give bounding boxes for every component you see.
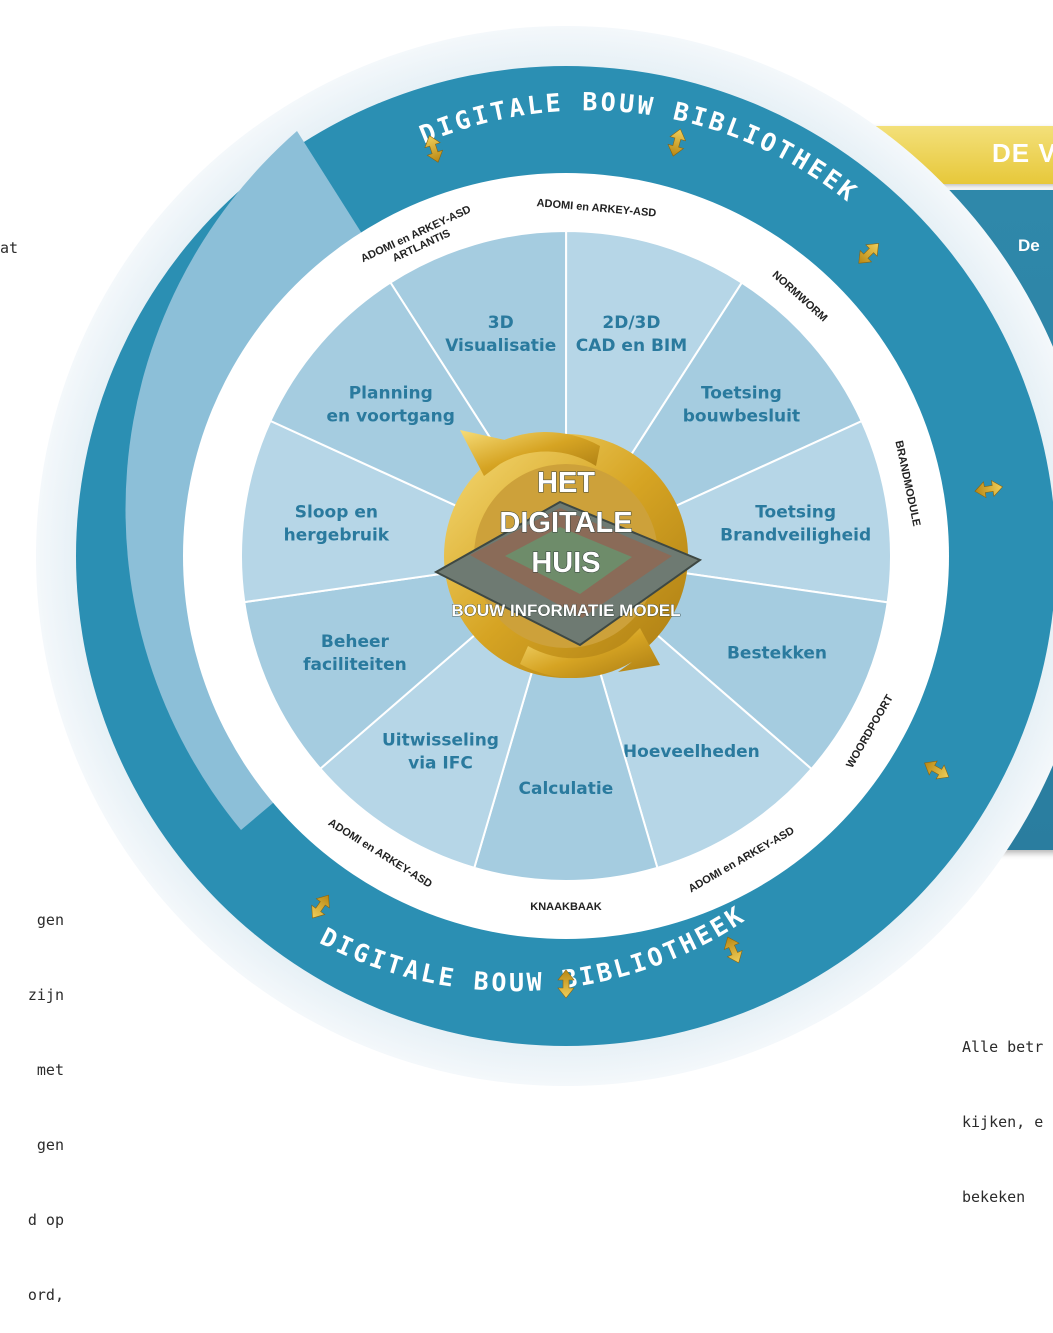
- segment-label: hergebruik: [284, 525, 390, 545]
- segment-label: bouwbesluit: [683, 407, 800, 427]
- segment-label: Planning: [349, 383, 433, 403]
- left-line: zijn: [27, 986, 64, 1004]
- hub-title-line: HUIS: [531, 547, 600, 579]
- double-arrow-icon: [424, 135, 444, 163]
- segment-label: Hoeveelheden: [623, 742, 760, 762]
- segment-label: Brandveiligheid: [720, 526, 871, 546]
- left-line: met: [36, 1061, 64, 1079]
- left-text-fragment: at: [0, 239, 19, 257]
- segment-label: Sloop en: [295, 502, 378, 522]
- side-panel-text: De: [1018, 236, 1040, 255]
- segment-label: Bestekken: [727, 643, 827, 663]
- segment-label: Toetsing: [755, 503, 836, 523]
- segment-label: Toetsing: [701, 384, 782, 404]
- segment-label: 3D: [488, 313, 514, 333]
- hub-subtitle: BOUW INFORMATIE MODEL: [451, 601, 680, 620]
- segment-label: via IFC: [408, 754, 473, 774]
- segment-label: Beheer: [321, 632, 390, 652]
- double-arrow-icon: [557, 969, 575, 999]
- segment-label: Calculatie: [519, 779, 614, 799]
- double-arrow-icon: [667, 128, 687, 157]
- double-arrow-icon: [311, 894, 330, 919]
- left-line: gen: [36, 911, 64, 929]
- segment-label: Visualisatie: [445, 336, 556, 356]
- hub: HET DIGITALE HUIS BOUW INFORMATIE MODEL: [433, 430, 703, 679]
- double-arrow-icon: [723, 936, 743, 964]
- left-line: d op: [27, 1211, 64, 1229]
- right-line: bekeken: [962, 1188, 1026, 1206]
- tool-ring-label: KNAAKBAAK: [530, 901, 602, 913]
- double-arrow-icon: [974, 479, 1004, 499]
- tool-label-line: KNAAKBAAK: [530, 901, 602, 913]
- left-line: ord,: [27, 1286, 64, 1304]
- segment-label: en voortgang: [327, 406, 455, 426]
- segment-label: Uitwisseling: [382, 731, 499, 751]
- hub-arrow-top: [460, 430, 600, 476]
- hub-title-line: DIGITALE: [499, 507, 632, 539]
- segment-label: faciliteiten: [303, 655, 407, 675]
- segment-label: CAD en BIM: [576, 336, 687, 356]
- left-line: gen: [36, 1136, 64, 1154]
- building-courtyard: [505, 527, 632, 594]
- double-arrow-icon: [924, 760, 950, 780]
- side-banner-text: DE V: [992, 138, 1053, 168]
- right-line: Alle betr: [962, 1038, 1044, 1056]
- right-line: kijken, e: [962, 1113, 1044, 1131]
- bim-wheel-diagram: DIGITALE BOUW BIBLIOTHEEK DIGITALE BOUW …: [36, 26, 1053, 1086]
- hub-title-line: HET: [537, 467, 595, 499]
- segment-label: 2D/3D: [602, 313, 660, 333]
- double-arrow-icon: [858, 243, 879, 264]
- hub-arrow-bottom: [520, 628, 660, 679]
